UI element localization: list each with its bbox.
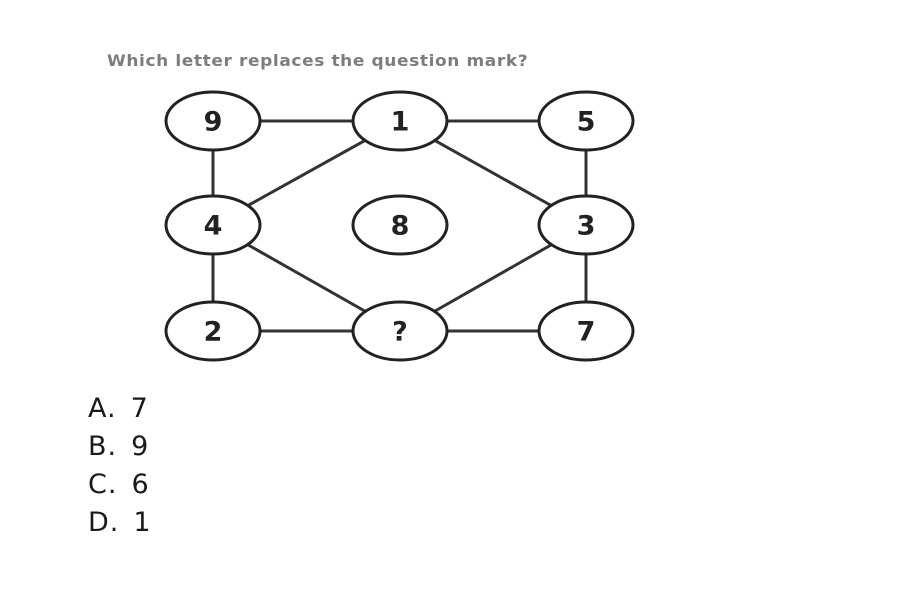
node-label-middle-right: 3 (577, 211, 596, 242)
node-circle-top-middle (351, 90, 449, 152)
option-d-letter: D. (88, 507, 120, 538)
option-a-value: 7 (130, 393, 149, 424)
node-circle-middle-left (164, 194, 262, 256)
node-circle-center (351, 194, 449, 256)
node-middle-right: 3 (537, 194, 635, 256)
node-circle-top-right (537, 90, 635, 152)
node-label-top-middle: 1 (391, 107, 410, 138)
node-label-center: 8 (391, 211, 410, 242)
node-top-right: 5 (537, 90, 635, 152)
node-label-top-left: 9 (204, 107, 223, 138)
option-d-value: 1 (133, 507, 152, 538)
node-top-middle: 1 (351, 90, 449, 152)
option-b[interactable]: B. 9 (88, 428, 152, 466)
node-label-bottom-left: 2 (204, 317, 223, 348)
option-d[interactable]: D. 1 (88, 504, 152, 542)
node-center: 8 (351, 194, 449, 256)
option-a-letter: A. (88, 393, 117, 424)
node-label-middle-left: 4 (204, 211, 223, 242)
diagram-nodes: 9 1 5 4 8 3 2? 7 (164, 90, 635, 362)
node-middle-left: 4 (164, 194, 262, 256)
node-bottom-middle: ? (351, 300, 449, 362)
question-text: Which letter replaces the question mark? (107, 52, 529, 71)
answer-options: A. 7 B. 9 C. 6 D. 1 (88, 390, 152, 542)
node-bottom-left: 2 (164, 300, 262, 362)
option-a[interactable]: A. 7 (88, 390, 152, 428)
node-top-left: 9 (164, 90, 262, 152)
option-b-letter: B. (88, 431, 118, 462)
node-bottom-right: 7 (537, 300, 635, 362)
node-label-bottom-middle: ? (392, 317, 408, 348)
node-circle-top-left (164, 90, 262, 152)
option-c[interactable]: C. 6 (88, 466, 152, 504)
node-circle-bottom-left (164, 300, 262, 362)
node-circle-bottom-middle (351, 300, 449, 362)
option-c-letter: C. (88, 469, 118, 500)
node-label-bottom-right: 7 (577, 317, 596, 348)
option-b-value: 9 (131, 431, 150, 462)
node-label-top-right: 5 (577, 107, 596, 138)
option-c-value: 6 (131, 469, 150, 500)
node-circle-middle-right (537, 194, 635, 256)
node-circle-bottom-right (537, 300, 635, 362)
